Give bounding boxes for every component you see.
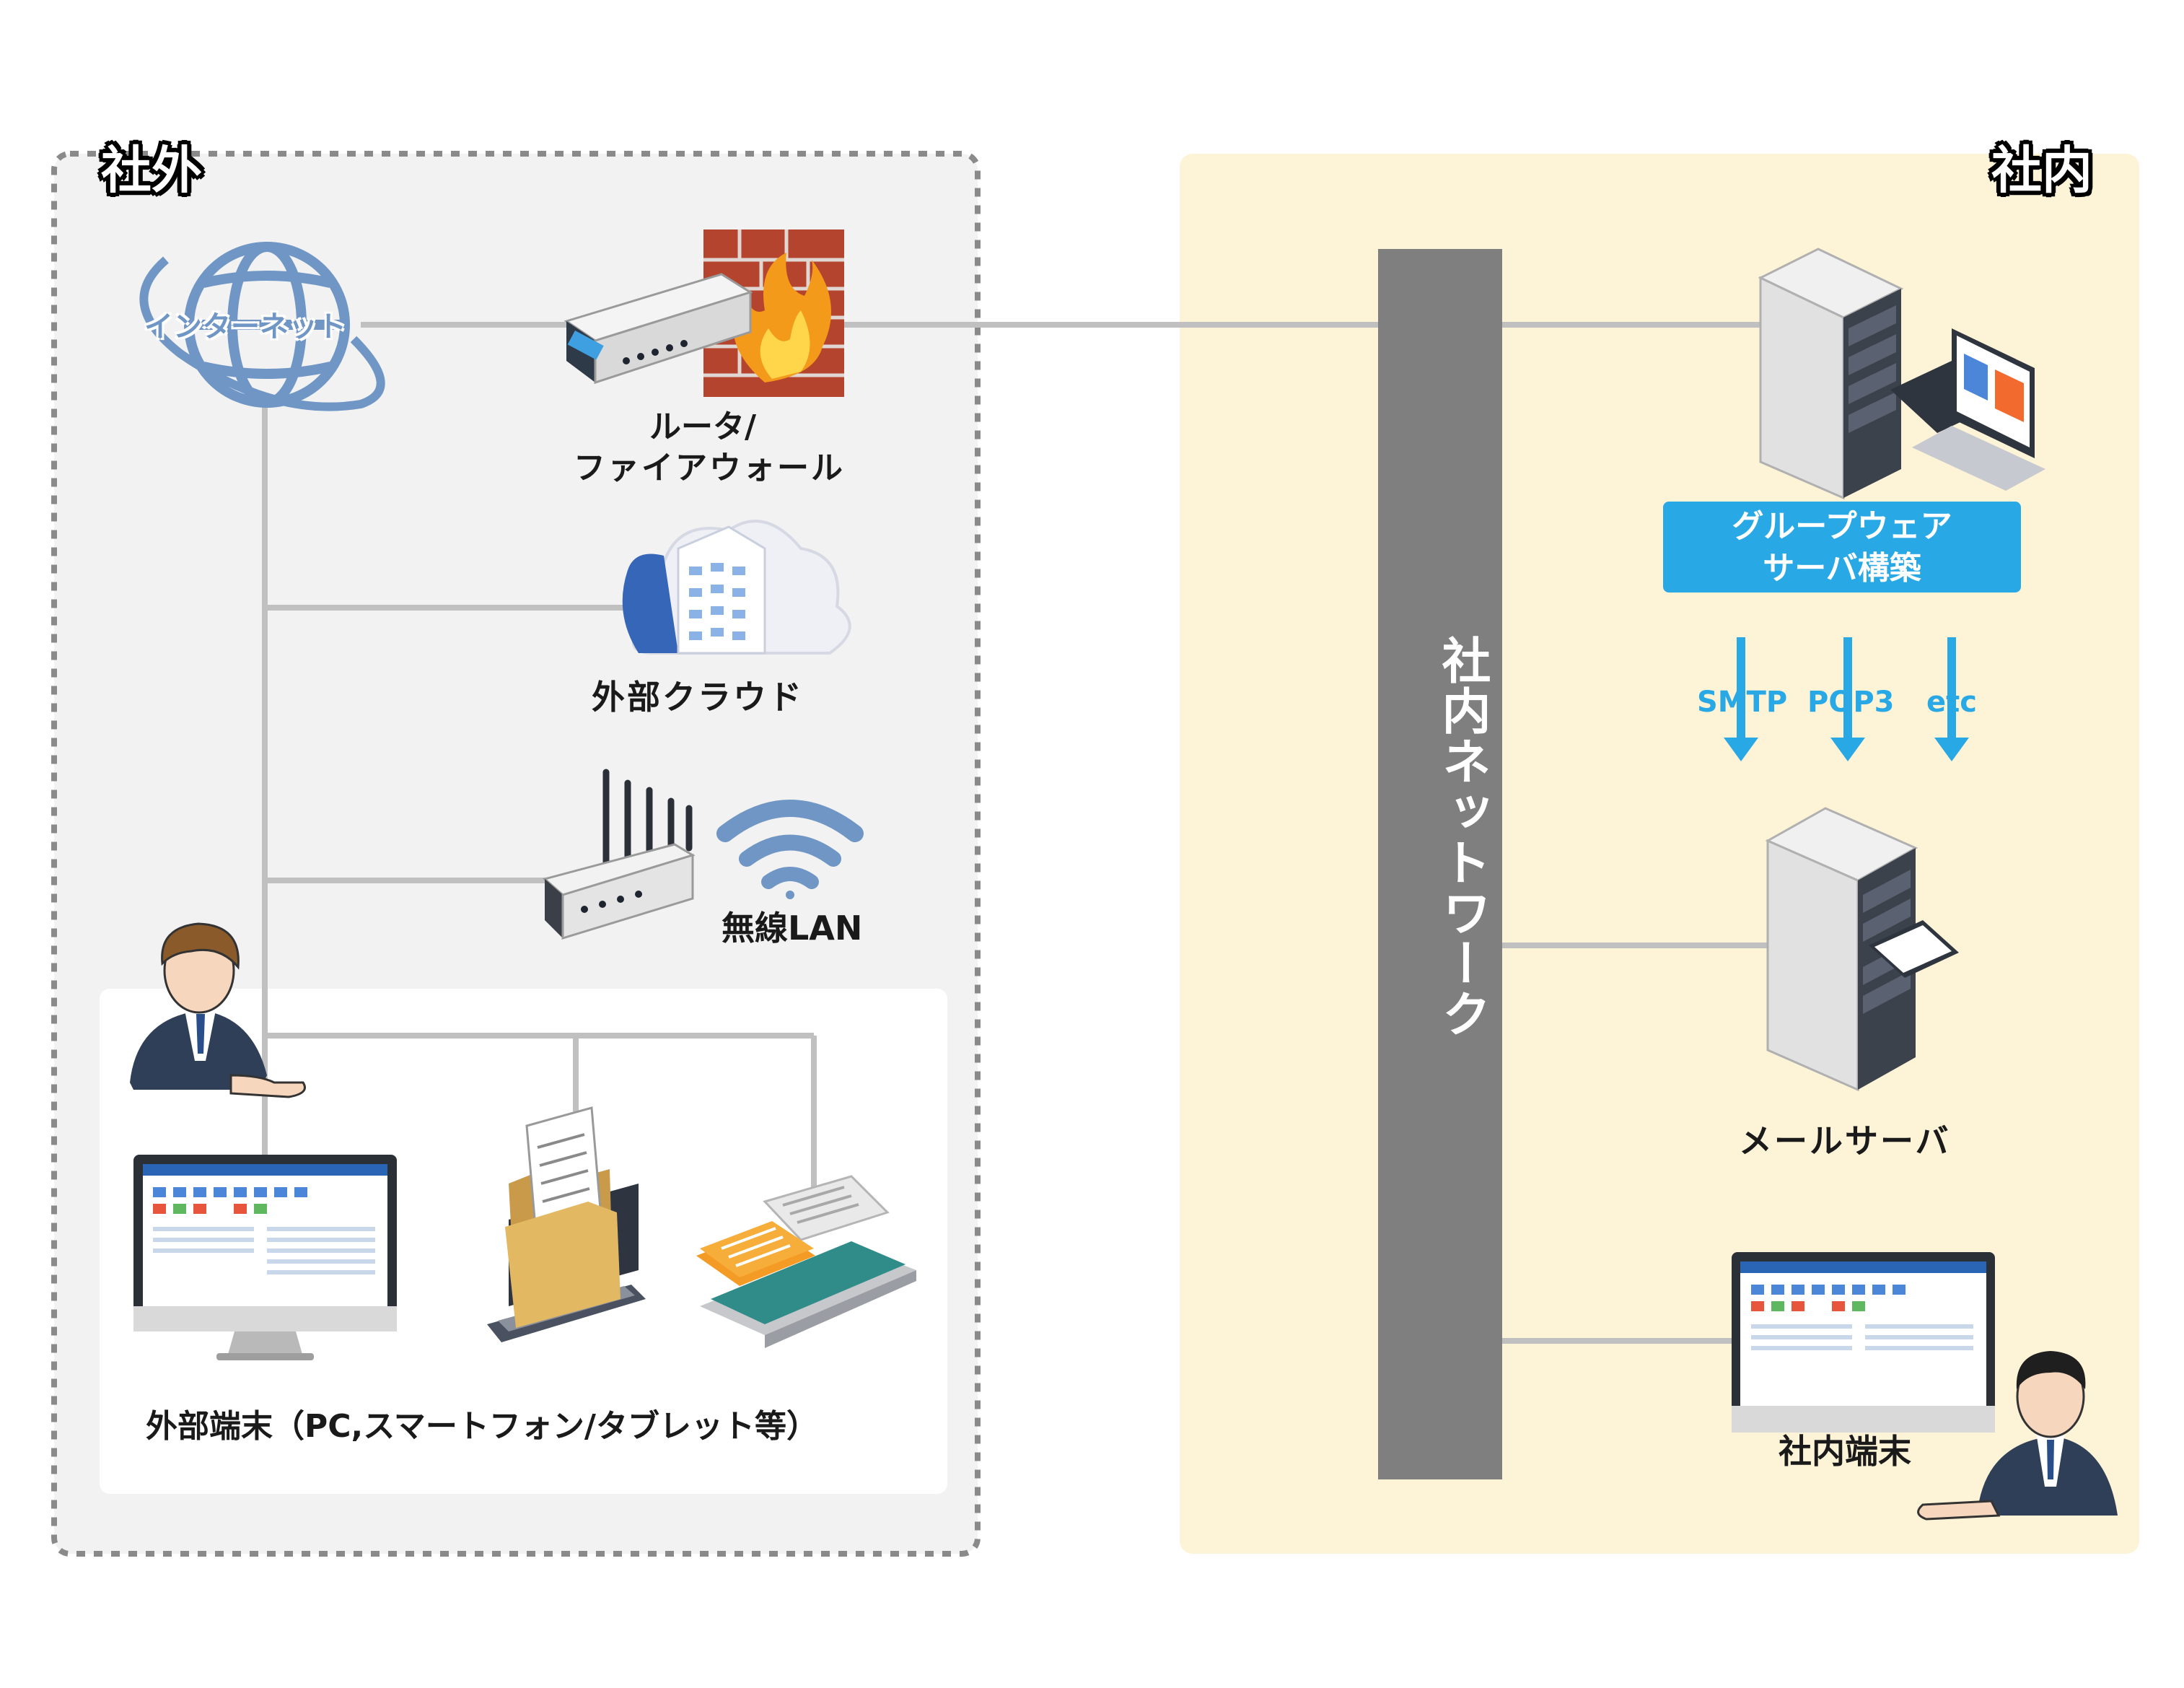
internal-terminal-label: 社内端末: [1779, 1432, 1911, 1471]
inside-zone-title: 社内: [1991, 141, 2092, 200]
wifi-icon: [716, 800, 864, 899]
protocol-smtp: SMTP: [1697, 686, 1788, 719]
external-devices-label: 外部端末（PC,スマートフォン/タブレット等）: [146, 1408, 819, 1445]
mail-server-label: メールサーバ: [1739, 1121, 1951, 1160]
globe-icon: [139, 242, 385, 411]
cloud-label: 外部クラウド: [592, 678, 804, 717]
groupware-box: グループウェア サーバ構築: [1663, 502, 2021, 592]
protocol-pop3: POP3: [1807, 686, 1895, 719]
protocol-etc: etc: [1926, 686, 1977, 719]
router-label-line2: ファイアウォール: [574, 450, 845, 486]
groupware-label-line2: サーバ構築: [1763, 550, 1921, 587]
laptop-folder-icon: [487, 1106, 646, 1342]
external-monitor-icon: [133, 1155, 397, 1360]
internal-worker-icon: [1917, 1351, 2118, 1521]
network-bar: [1378, 249, 1502, 1479]
cloud-icon: [622, 520, 851, 655]
protocol-arrows: [1724, 637, 1969, 761]
connection-lines: [262, 322, 1768, 1344]
internal-monitor-icon: [1732, 1252, 1995, 1433]
mail-server-icon: [1765, 807, 1959, 1092]
tablet-documents-icon: [696, 1175, 916, 1348]
router-label-line1: ルータ/: [649, 408, 757, 445]
groupware-label-line1: グループウェア: [1732, 508, 1952, 545]
wireless-router-icon: [542, 769, 696, 940]
groupware-server-icon: [1758, 248, 2045, 500]
outside-zone-title: 社外: [101, 141, 202, 200]
external-worker-icon: [130, 922, 306, 1098]
internet-label: インターネット: [144, 310, 346, 344]
wireless-label: 無線LAN: [722, 909, 863, 948]
network-label: 社内ネットワーク: [1433, 635, 1490, 1039]
router-firewall-icon: [563, 229, 844, 397]
